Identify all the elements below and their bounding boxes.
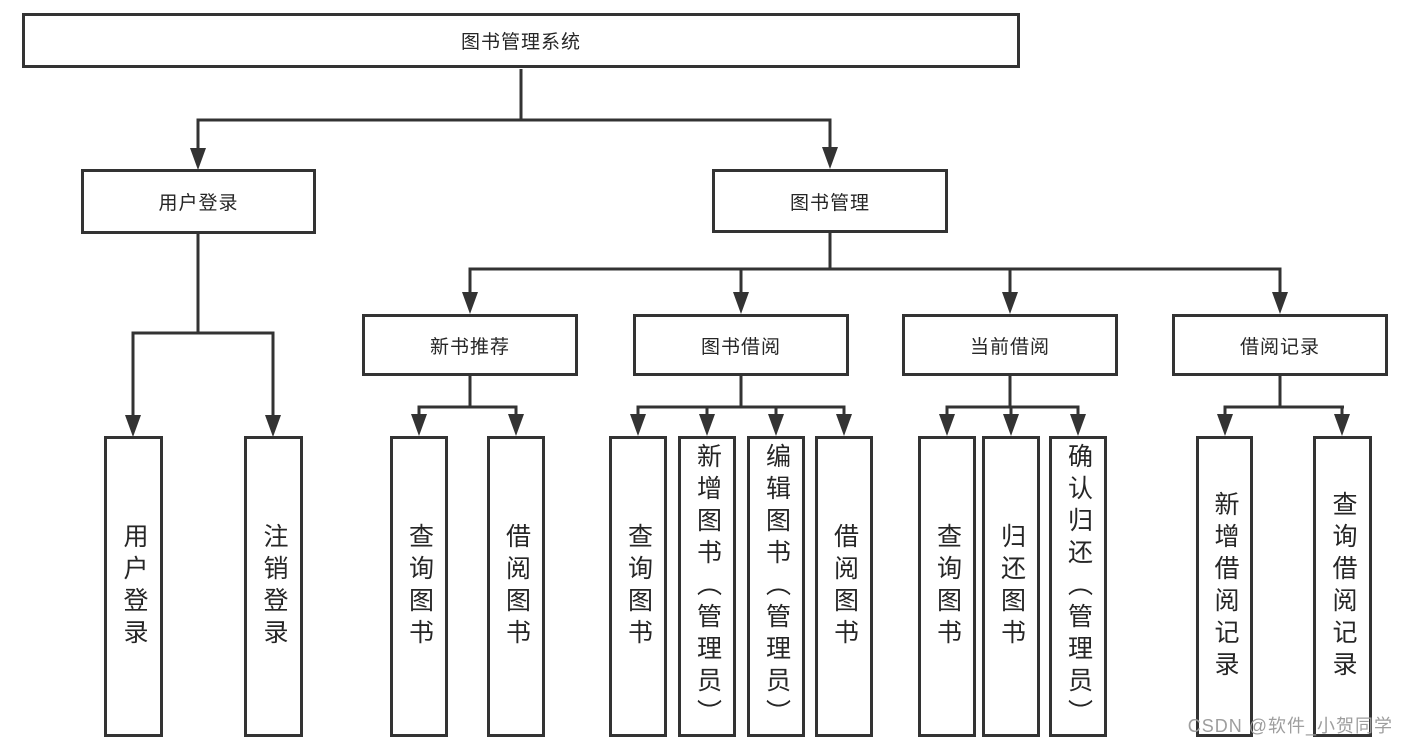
node-root-label: 图书管理系统 (460, 32, 581, 53)
leaf-newbooks-borrow-books-label: 借阅图书 (502, 522, 531, 651)
leaf-user-login-label: 用户登录 (120, 522, 148, 651)
node-user-login-label: 用户登录 (158, 193, 239, 214)
csdn-watermark: CSDN @软件_小贺同学 (1187, 716, 1393, 736)
node-borrow-records: 借阅记录 (1172, 314, 1388, 376)
leaf-query-borrow-record: 查询借阅记录 (1313, 436, 1372, 737)
leaf-return-books-label: 归还图书 (997, 522, 1026, 651)
node-book-management: 图书管理 (712, 169, 948, 233)
leaf-add-books-admin-label: 新增图书（管理员） (693, 442, 722, 731)
leaf-edit-books-admin-label: 编辑图书（管理员） (762, 442, 791, 731)
node-book-management-label: 图书管理 (789, 192, 870, 214)
leaf-newbooks-query-books: 查询图书 (390, 436, 448, 737)
leaf-confirm-return-admin-label: 确认归还（管理员） (1064, 442, 1093, 731)
node-new-book-recommend: 新书推荐 (362, 314, 578, 376)
leaf-add-borrow-record-label: 新增借阅记录 (1211, 490, 1239, 683)
leaf-current-query-books: 查询图书 (918, 436, 976, 737)
node-root: 图书管理系统 (22, 13, 1020, 68)
leaf-user-login: 用户登录 (104, 436, 163, 737)
node-new-book-recommend-label: 新书推荐 (429, 336, 510, 358)
leaf-borrow-books-label: 借阅图书 (830, 522, 859, 651)
leaf-newbooks-query-books-label: 查询图书 (405, 522, 434, 651)
node-borrow-records-label: 借阅记录 (1239, 336, 1320, 358)
node-user-login: 用户登录 (81, 169, 316, 234)
leaf-current-query-books-label: 查询图书 (933, 522, 962, 651)
leaf-logout-label: 注销登录 (260, 522, 288, 651)
node-current-borrow-label: 当前借阅 (969, 336, 1050, 358)
leaf-confirm-return-admin: 确认归还（管理员） (1049, 436, 1107, 737)
leaf-newbooks-borrow-books: 借阅图书 (487, 436, 545, 737)
node-book-borrow-label: 图书借阅 (700, 336, 781, 358)
leaf-query-borrow-record-label: 查询借阅记录 (1329, 490, 1357, 683)
leaf-edit-books-admin: 编辑图书（管理员） (747, 436, 805, 737)
node-current-borrow: 当前借阅 (902, 314, 1118, 376)
leaf-borrow-books: 借阅图书 (815, 436, 873, 737)
leaf-return-books: 归还图书 (982, 436, 1040, 737)
leaf-borrow-query-books-label: 查询图书 (624, 522, 653, 651)
leaf-add-books-admin: 新增图书（管理员） (678, 436, 736, 737)
node-book-borrow: 图书借阅 (633, 314, 849, 376)
leaf-logout: 注销登录 (244, 436, 303, 737)
leaf-add-borrow-record: 新增借阅记录 (1196, 436, 1253, 737)
leaf-borrow-query-books: 查询图书 (609, 436, 667, 737)
